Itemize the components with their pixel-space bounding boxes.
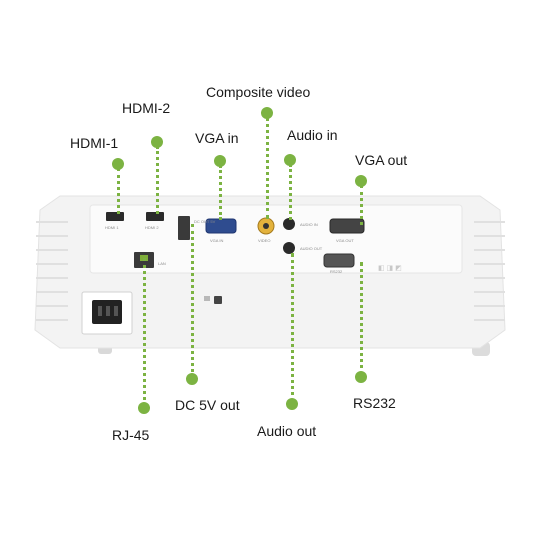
vent-grille-right xyxy=(474,221,505,321)
leader-line-vga-out xyxy=(360,185,363,225)
leader-line-audio-in xyxy=(289,164,292,220)
caption-dc-out: DC OUT 5V xyxy=(194,219,216,224)
usb-port xyxy=(178,216,190,240)
label-hdmi-1: HDMI-1 xyxy=(70,135,119,151)
leader-line-hdmi-2 xyxy=(156,146,159,214)
caption-vga-out: VGA OUT xyxy=(336,238,354,243)
leader-dot-vga-out xyxy=(355,175,367,187)
leader-line-audio-out xyxy=(291,253,294,403)
caption-video: VIDEO xyxy=(258,238,270,243)
label-dc-5v-out: DC 5V out xyxy=(175,397,240,413)
power-pin-2 xyxy=(106,306,110,316)
audio-out-port xyxy=(283,242,295,254)
hdmi-1-port xyxy=(106,212,124,221)
audio-in-port xyxy=(283,218,295,230)
hdmi-2-port xyxy=(146,212,164,221)
caption-audio-out: AUDIO OUT xyxy=(300,246,323,251)
caption-audio-in: AUDIO IN xyxy=(300,222,318,227)
lock-slot xyxy=(214,296,222,304)
label-rj45: RJ-45 xyxy=(112,427,150,443)
caption-lan: LAN xyxy=(158,261,166,266)
leader-line-rs232 xyxy=(360,262,363,376)
leader-line-vga-in xyxy=(219,165,222,220)
leader-line-hdmi-1 xyxy=(117,168,120,214)
leader-dot-vga-in xyxy=(214,155,226,167)
caption-vga-in: VGA IN xyxy=(210,238,223,243)
leader-dot-rs232 xyxy=(355,371,367,383)
leader-dot-rj45 xyxy=(138,402,150,414)
leader-dot-dc-5v-out xyxy=(186,373,198,385)
leader-dot-hdmi-2 xyxy=(151,136,163,148)
label-vga-in: VGA in xyxy=(195,130,239,146)
power-pin-3 xyxy=(114,306,118,316)
caption-hdmi-2: HDMI 2 xyxy=(145,225,159,230)
label-rs232: RS232 xyxy=(353,395,396,411)
leader-dot-audio-out xyxy=(286,398,298,410)
power-pin-1 xyxy=(98,306,102,316)
label-composite-video: Composite video xyxy=(206,84,311,100)
leader-line-rj45 xyxy=(143,258,146,406)
rs232-port xyxy=(323,253,355,268)
leader-dot-audio-in xyxy=(284,154,296,166)
leader-line-composite-video xyxy=(266,117,269,219)
panel-logo-mark: ◧ ◨ ◩ xyxy=(378,265,402,272)
composite-video-port-center xyxy=(263,223,269,229)
caption-rs232: RS232 xyxy=(330,269,343,274)
leader-dot-composite-video xyxy=(261,107,273,119)
label-audio-in: Audio in xyxy=(287,127,338,143)
leader-dot-hdmi-1 xyxy=(112,158,124,170)
label-hdmi-2: HDMI-2 xyxy=(122,100,171,116)
leader-line-dc-5v-out xyxy=(191,224,194,378)
caption-hdmi-1: HDMI 1 xyxy=(105,225,119,230)
indicator-small xyxy=(204,296,210,301)
label-audio-out: Audio out xyxy=(257,423,317,439)
vga-out-port xyxy=(329,218,365,234)
label-vga-out: VGA out xyxy=(355,152,408,168)
vent-grille-left xyxy=(36,221,68,321)
